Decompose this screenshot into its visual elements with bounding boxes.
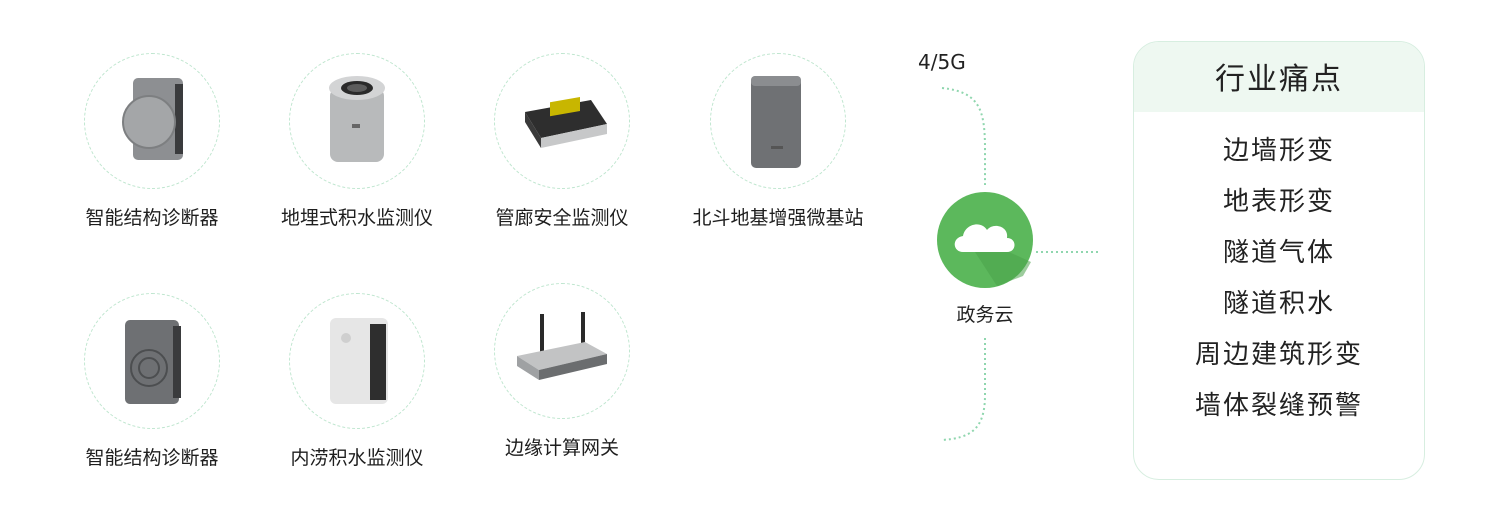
waterlogging-monitor-icon [330, 318, 388, 404]
pain-point-item: 边墙形变 [1222, 136, 1335, 166]
edge-gateway-router-icon [517, 312, 607, 380]
pain-points-title: 行业痛点 [1134, 42, 1424, 112]
cloud-icon [937, 192, 1033, 288]
device-label: 北斗地基增强微基站 [692, 207, 864, 229]
pain-points-list: 边墙形变 地表形变 隧道气体 隧道积水 周边建筑形变 墙体裂缝预警 [1134, 112, 1424, 432]
device-label: 智能结构诊断器 [85, 447, 219, 469]
pipe-gallery-monitor-icon [525, 97, 607, 148]
network-label: 4/5G [918, 50, 966, 74]
beidou-base-station-icon [751, 76, 801, 168]
device-label: 内涝积水监测仪 [290, 447, 424, 469]
pain-point-item: 隧道气体 [1222, 238, 1335, 268]
gov-cloud-node [935, 190, 1035, 290]
pain-point-item: 周边建筑形变 [1194, 340, 1363, 370]
diagnostic-panel-device-icon [125, 320, 181, 404]
device-label: 地埋式积水监测仪 [280, 207, 433, 229]
gov-cloud-label: 政务云 [956, 304, 1014, 326]
device-label: 智能结构诊断器 [85, 207, 219, 229]
device-label: 管廊安全监测仪 [495, 207, 629, 229]
buried-water-sensor-icon [329, 76, 385, 162]
pain-point-item: 墙体裂缝预警 [1194, 391, 1363, 421]
pain-point-item: 地表形变 [1222, 187, 1335, 217]
pain-point-item: 隧道积水 [1222, 289, 1335, 319]
diagnostic-knob-device-icon [122, 78, 183, 160]
device-label: 边缘计算网关 [504, 437, 619, 459]
pain-points-panel: 行业痛点 边墙形变 地表形变 隧道气体 隧道积水 周边建筑形变 墙体裂缝预警 [1133, 41, 1425, 480]
